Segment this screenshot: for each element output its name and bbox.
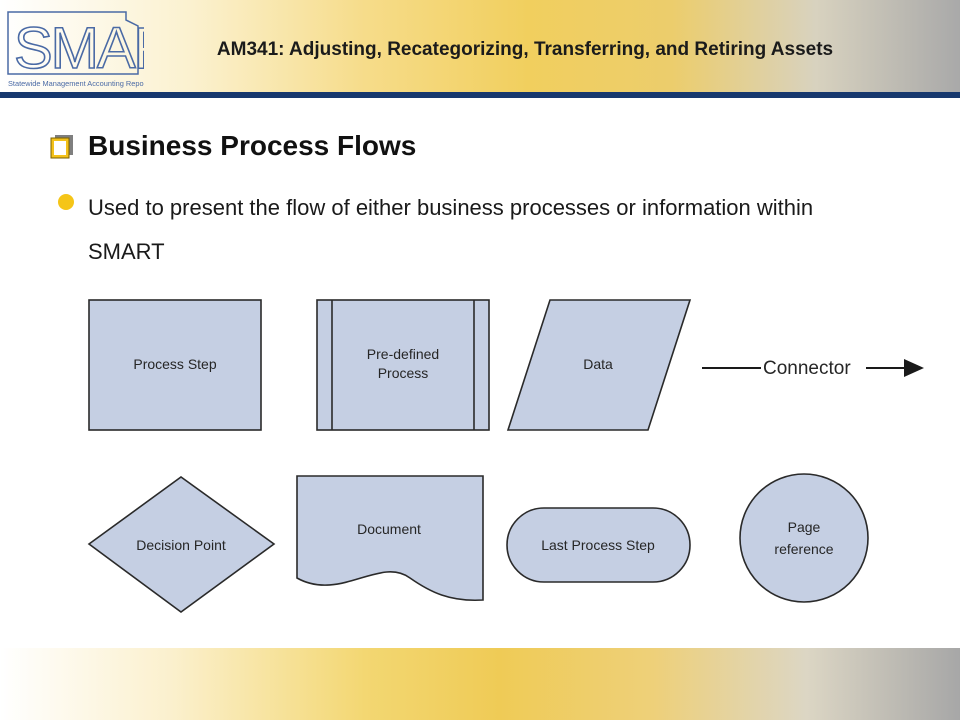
data-label: Data [583, 356, 613, 372]
last-process-step-shape [506, 507, 691, 583]
svg-text:SMART: SMART [14, 16, 144, 81]
section-heading-label: Business Process Flows [88, 130, 417, 161]
checkbox-bullet-icon [50, 135, 73, 159]
decision-point-label: Decision Point [136, 537, 226, 553]
header-rule [0, 92, 960, 98]
predefined-process-shape [316, 299, 490, 431]
predefined-process-label-line2: Process [378, 365, 429, 381]
decision-point-shape [87, 476, 276, 613]
document-label: Document [357, 521, 421, 537]
connector-label: Connector [763, 358, 851, 379]
process-step-shape [88, 299, 262, 431]
page-reference-label-line1: Page [788, 519, 821, 535]
bullet-item: Used to present the flow of either busin… [58, 186, 818, 274]
predefined-process-label-line1: Pre-defined [367, 346, 439, 362]
smart-logo: SMART Statewide Management Accounting Re… [7, 11, 144, 88]
process-step-label: Process Step [133, 356, 216, 372]
data-shape [506, 299, 692, 431]
page-reference-label-line2: reference [774, 541, 833, 557]
flowchart-legend: Process Step Pre-defined Process Data Co… [87, 299, 924, 613]
footer-band [0, 648, 960, 720]
svg-text:Statewide Management Accountin: Statewide Management Accounting Reportin… [8, 79, 144, 88]
connector-shape [702, 359, 924, 377]
header-band [0, 0, 960, 92]
bullet-text: Used to present the flow of either busin… [88, 195, 814, 264]
slide-title: AM341: Adjusting, Recategorizing, Transf… [216, 39, 834, 60]
page-reference-shape [739, 473, 869, 603]
document-shape [296, 475, 484, 602]
last-process-step-label: Last Process Step [541, 537, 655, 553]
bullet-dot-icon [58, 194, 74, 210]
section-heading: Business Process Flows [50, 126, 416, 166]
